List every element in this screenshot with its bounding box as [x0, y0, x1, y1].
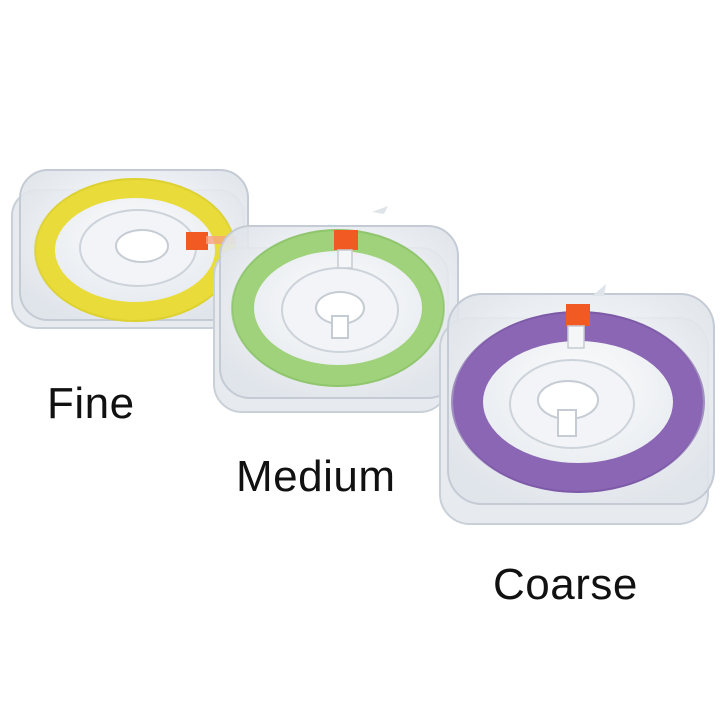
coarse-spool — [439, 284, 715, 525]
medium-spool — [213, 206, 459, 413]
coarse-tab — [566, 284, 606, 349]
label-medium: Medium — [236, 452, 396, 501]
medium-tab — [334, 206, 388, 269]
fine-tab — [186, 232, 236, 250]
fine-spool — [11, 169, 249, 329]
fine-center-hole — [115, 229, 169, 263]
label-fine: Fine — [47, 379, 135, 428]
label-coarse: Coarse — [493, 560, 638, 609]
